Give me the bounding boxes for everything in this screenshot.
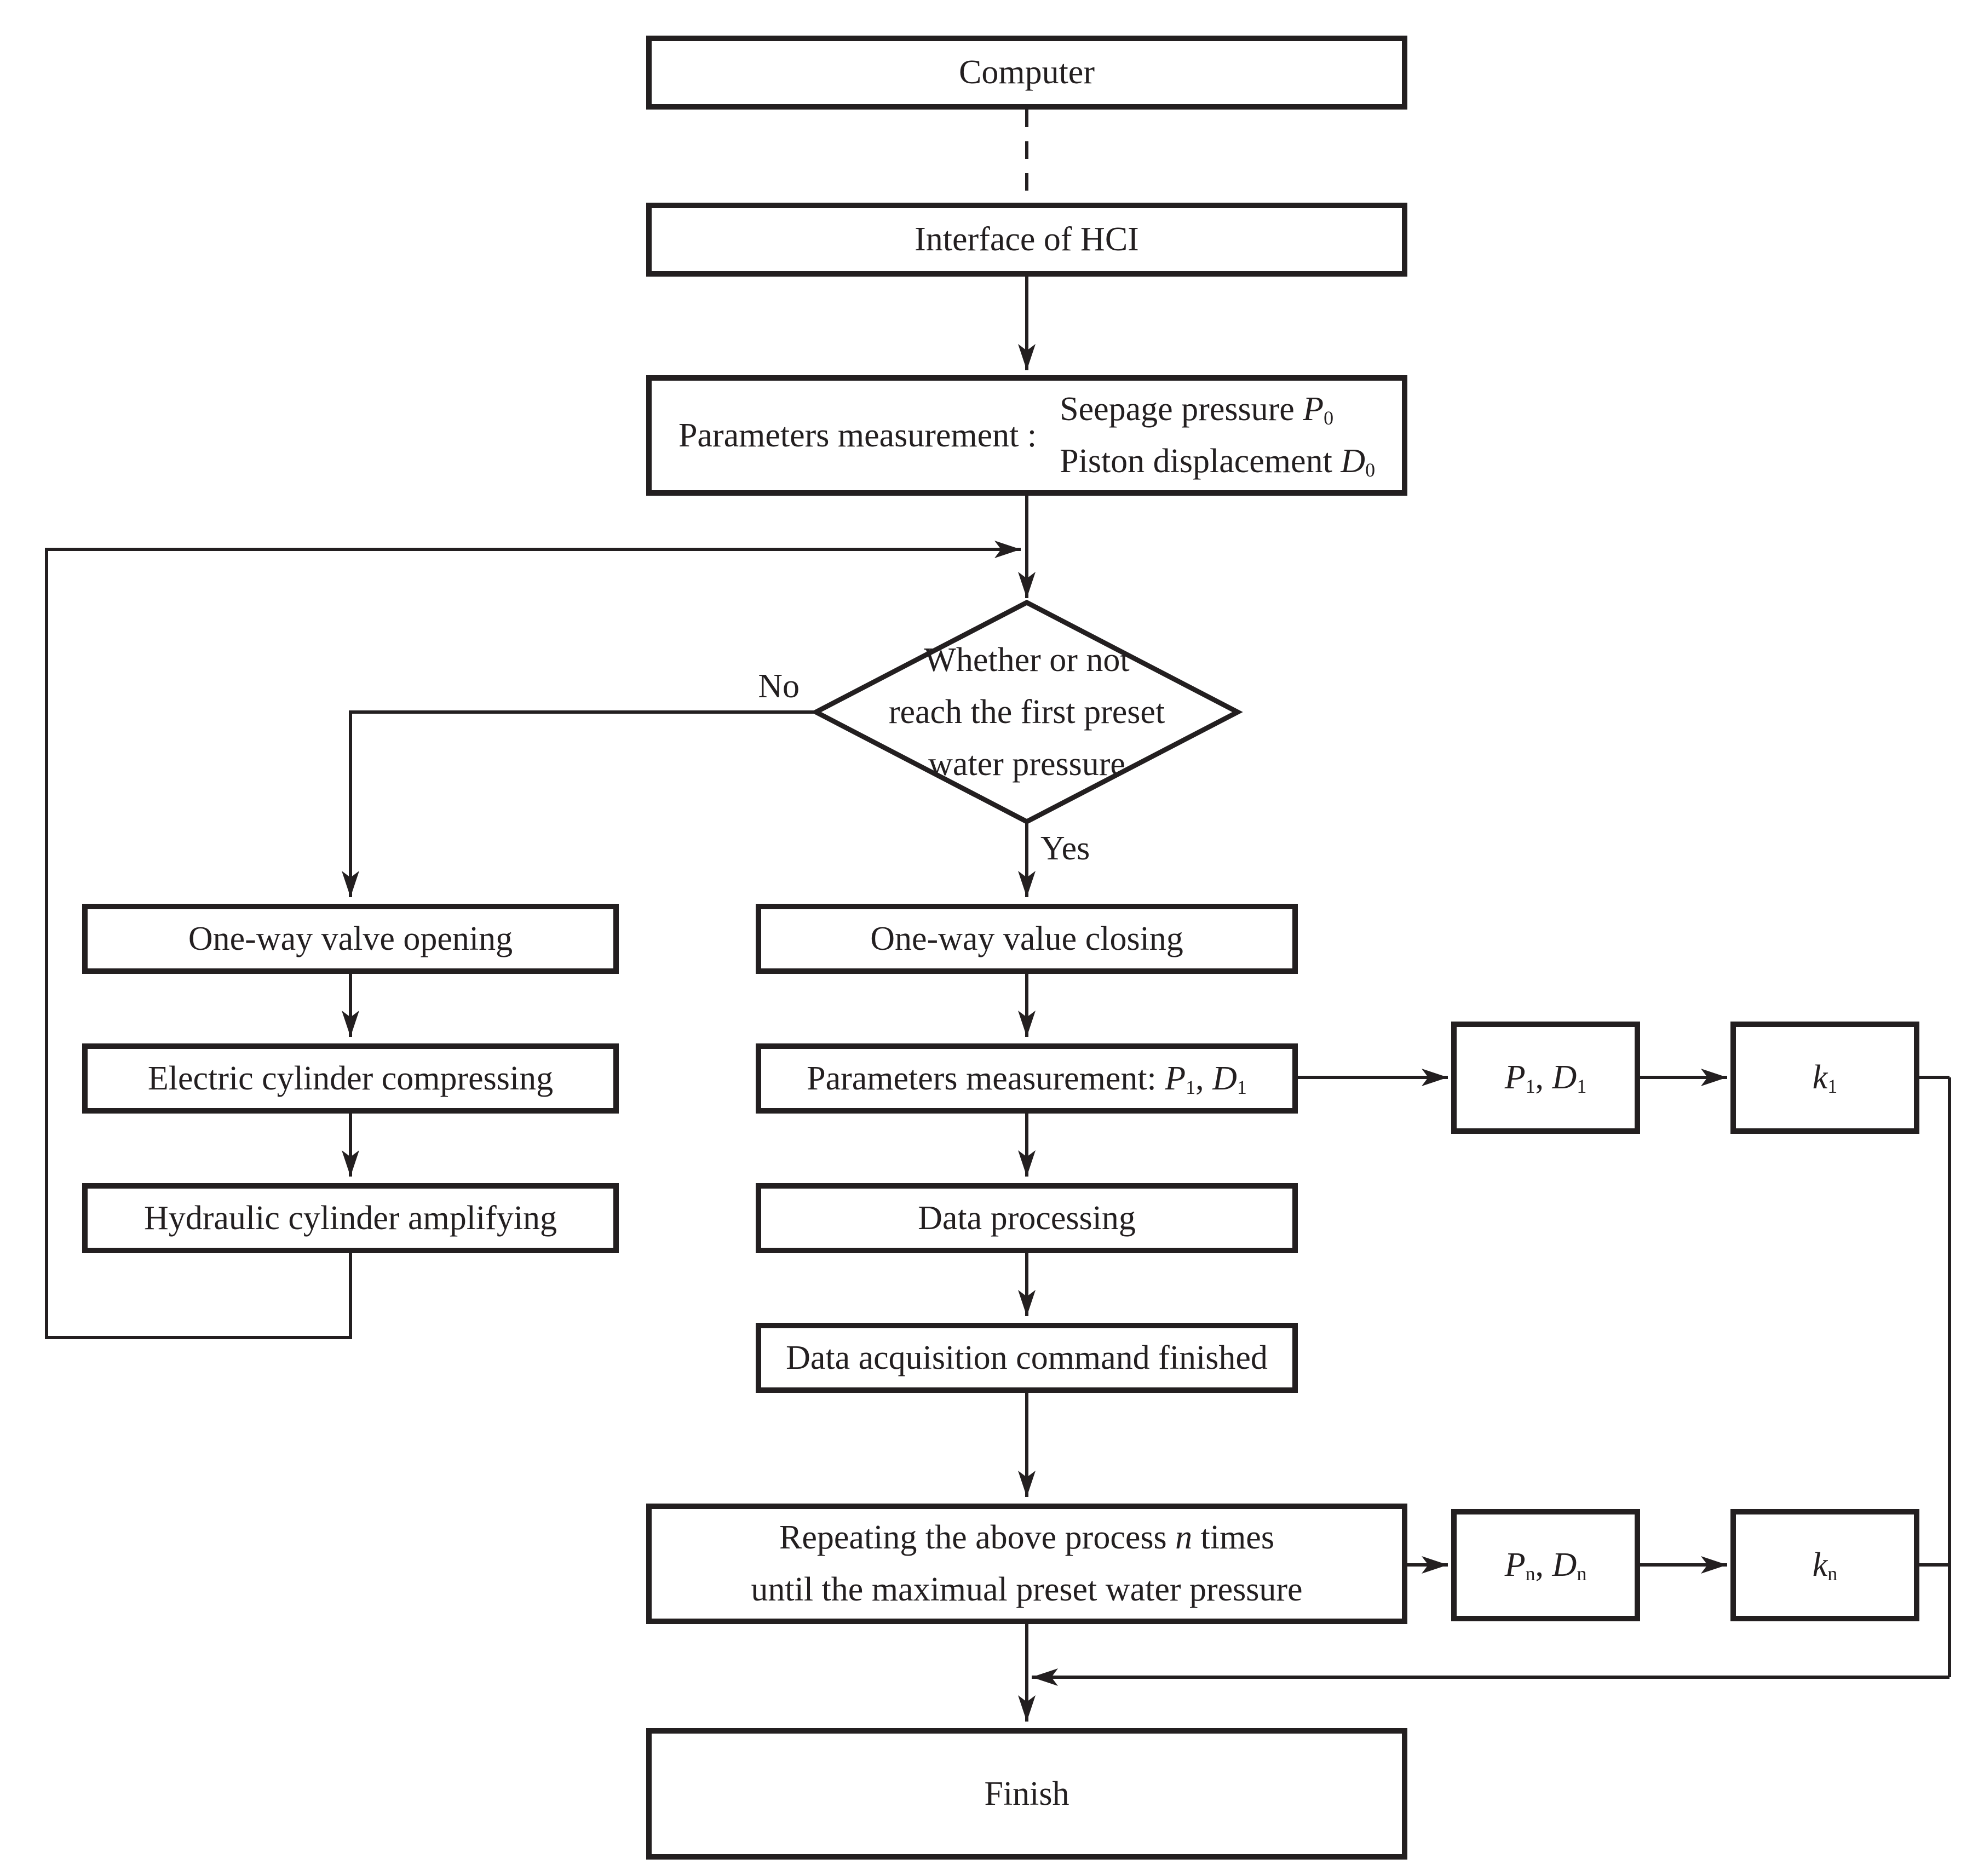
flow-node-label: Computer — [959, 54, 1095, 91]
edge-decision-no — [342, 710, 816, 897]
decision-line3: water pressure — [928, 745, 1125, 783]
flow-node-p1-d1: P1, D1 — [1451, 1022, 1640, 1134]
flow-node-pn-dn: Pn, Dn — [1451, 1509, 1640, 1621]
flow-node-finish: Finish — [646, 1728, 1407, 1860]
decision-diamond — [810, 599, 1243, 825]
params0-line1: Seepage pressure P0 — [1060, 391, 1334, 429]
flow-node-k1: k1 — [1730, 1022, 1919, 1134]
flow-node-data-processing: Data processing — [756, 1183, 1298, 1253]
kn-label: kn — [1812, 1546, 1838, 1585]
flow-node-repeating: Repeating the above process n times unti… — [646, 1504, 1407, 1624]
flow-node-interface-hci: Interface of HCI — [646, 203, 1407, 277]
flow-node-data-acquisition: Data acquisition command finished — [756, 1323, 1298, 1393]
flow-node-decision-text: Whether or not reach the first preset wa… — [821, 624, 1232, 800]
flow-node-label: Data processing — [918, 1199, 1136, 1237]
flow-node-label: One-way valve opening — [188, 920, 513, 957]
pdn-label: Pn, Dn — [1504, 1546, 1587, 1585]
params0-measurements: Seepage pressure P0 Piston displacement … — [1060, 383, 1375, 487]
decision-line2: reach the first preset — [888, 693, 1165, 731]
flow-node-label: Electric cylinder compressing — [147, 1059, 554, 1097]
decision-line1: Whether or not — [924, 641, 1130, 679]
flow-node-kn: kn — [1730, 1509, 1919, 1621]
flow-node-electric-cylinder: Electric cylinder compressing — [82, 1043, 619, 1114]
pd1-label: P1, D1 — [1504, 1059, 1587, 1098]
flow-node-label: Finish — [984, 1775, 1069, 1812]
flow-node-label: Data acquisition command finished — [786, 1339, 1268, 1376]
flow-node-value-closing: One-way value closing — [756, 904, 1298, 974]
repeating-line2: until the maximual preset water pressure — [751, 1571, 1303, 1608]
flow-node-parameters-measurement-initial: Parameters measurement : Seepage pressur… — [646, 375, 1407, 496]
flow-node-label: Hydraulic cylinder amplifying — [143, 1199, 557, 1237]
repeating-label: Repeating the above process n times unti… — [751, 1512, 1302, 1616]
params0-line2: Piston displacement D0 — [1060, 443, 1376, 481]
flow-node-hydraulic-cylinder: Hydraulic cylinder amplifying — [82, 1183, 619, 1253]
params1-label: Parameters measurement: P1, D1 — [807, 1059, 1247, 1098]
branch-label-yes: Yes — [1040, 830, 1090, 867]
flow-node-valve-opening: One-way valve opening — [82, 904, 619, 974]
flow-node-label: One-way value closing — [870, 920, 1183, 957]
params0-label: Parameters measurement : — [678, 416, 1037, 454]
branch-label-no: No — [758, 668, 800, 705]
flow-node-computer: Computer — [646, 36, 1407, 110]
repeating-line1: Repeating the above process n times — [779, 1519, 1274, 1556]
flow-node-parameters-measurement-1: Parameters measurement: P1, D1 — [756, 1043, 1298, 1114]
edge-loop-feedback — [45, 541, 1021, 1339]
k1-label: k1 — [1812, 1059, 1838, 1098]
flow-node-label: Interface of HCI — [915, 221, 1139, 259]
